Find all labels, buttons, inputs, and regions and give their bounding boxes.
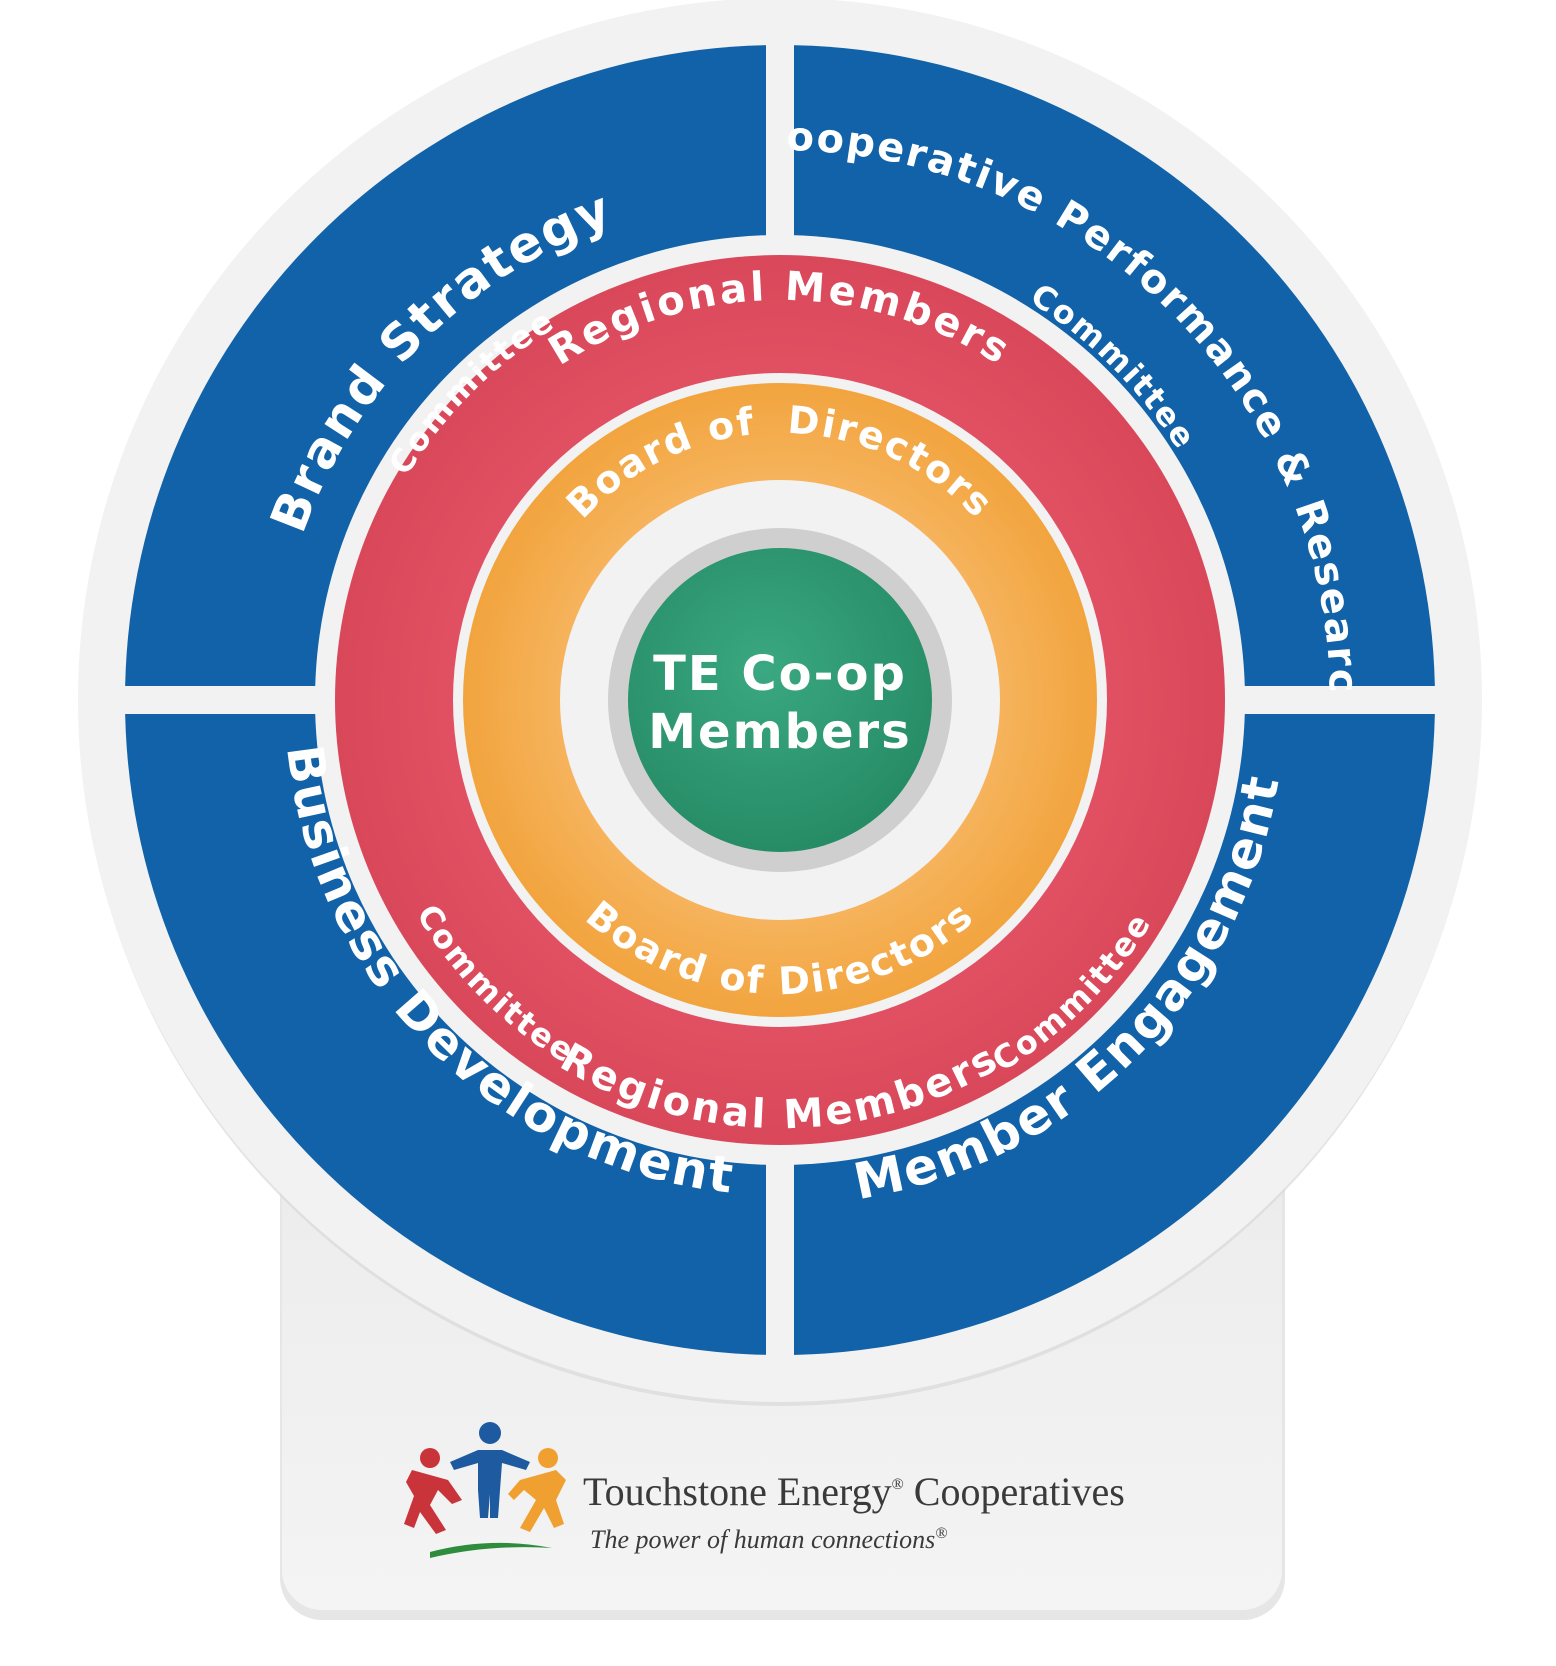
center-line1: TE Co-op <box>653 646 907 702</box>
brand-name: Touchstone Energy® Cooperatives <box>583 1469 1125 1514</box>
touchstone-logo-icon <box>404 1422 566 1558</box>
orange-figure-icon <box>508 1448 566 1532</box>
blue-figure-icon <box>450 1422 530 1518</box>
center-line2: Members <box>648 704 912 760</box>
red-figure-icon <box>404 1448 462 1534</box>
brand-tagline: The power of human connections® <box>590 1525 947 1554</box>
green-swoosh-icon <box>430 1542 552 1558</box>
center-circle <box>628 548 932 852</box>
